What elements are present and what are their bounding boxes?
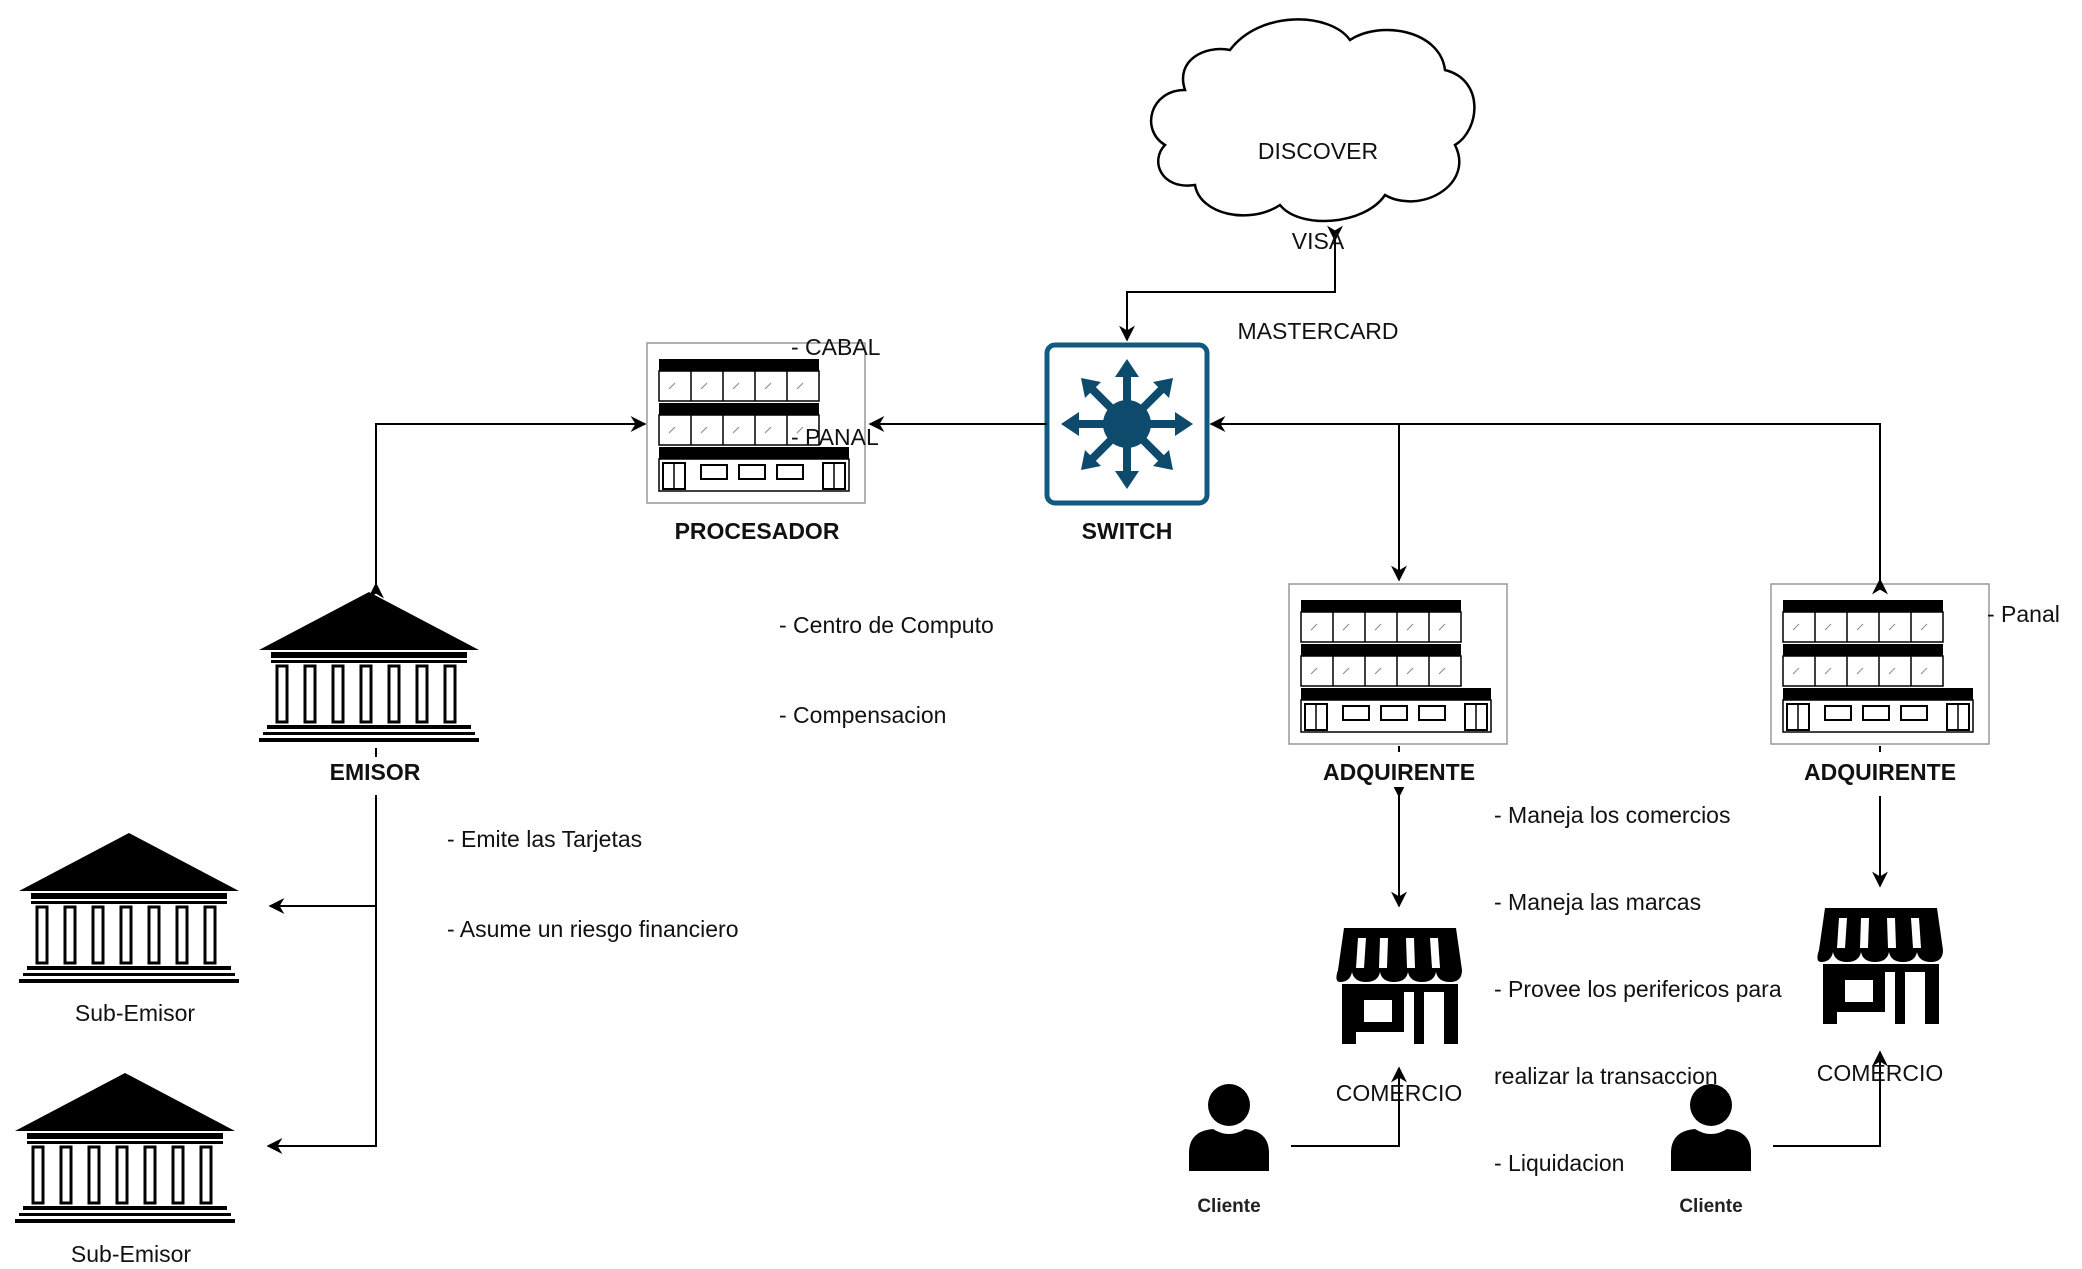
switch-label: SWITCH [1081, 518, 1173, 544]
cloud-line-discover: DISCOVER [1257, 138, 1379, 164]
connectors [266, 225, 1888, 1154]
procesador-note-top-line: - CABAL [791, 334, 881, 360]
adquirente-note-line: - Liquidacion [1494, 1150, 1625, 1176]
emisor-bank-icon [257, 590, 481, 744]
comercio-2-label: COMERCIO [1816, 1060, 1944, 1086]
emisor-notes: - Emite las Tarjetas - Asume un riesgo f… [447, 764, 739, 974]
adquirente-1-label: ADQUIRENTE [1320, 757, 1478, 787]
cliente-1-label: Cliente [1197, 1196, 1261, 1217]
adquirente-2-notes: - Panal [1987, 539, 2060, 659]
adquirente-2-building-icon [1770, 583, 1990, 745]
cliente-1-person-icon [1189, 1084, 1269, 1171]
cloud-label: DISCOVER VISA MASTERCARD [1237, 76, 1398, 376]
adquirente-2-label: ADQUIRENTE [1801, 757, 1959, 787]
comercio-1-store-icon [1336, 928, 1462, 1044]
sub-emisor-2-bank-icon [13, 1071, 237, 1225]
sub-emisor-1-bank-icon [17, 831, 241, 985]
cloud-line-visa: VISA [1291, 228, 1345, 254]
procesador-note-top-line: - PANAL [791, 424, 879, 450]
cliente-2-label: Cliente [1679, 1196, 1743, 1217]
sub-emisor-1-label: Sub-Emisor [74, 1000, 196, 1026]
adquirente-note-line: - Panal [1987, 601, 2060, 627]
emisor-note-line: - Emite las Tarjetas [447, 826, 643, 852]
emisor-note-line: - Asume un riesgo financiero [447, 916, 739, 942]
adquirente-1-notes: - Maneja los comercios - Maneja las marc… [1494, 743, 1782, 1207]
adquirente-note-line: realizar la transaccion [1494, 1063, 1718, 1089]
emisor-label: EMISOR [327, 757, 423, 787]
switch-icon [1044, 342, 1210, 506]
comercio-2-store-icon [1817, 908, 1943, 1024]
adquirente-note-line: - Provee los perifericos para [1494, 976, 1782, 1002]
cloud-line-mastercard: MASTERCARD [1237, 318, 1399, 344]
procesador-label: PROCESADOR [674, 518, 840, 544]
adquirente-1-building-icon [1288, 583, 1508, 745]
procesador-note-bottom-line: - Centro de Computo [779, 612, 994, 638]
procesador-note-bottom: - Centro de Computo - Compensacion [779, 550, 994, 760]
adquirente-note-line: - Maneja las marcas [1494, 889, 1702, 915]
procesador-note-bottom-line: - Compensacion [779, 702, 947, 728]
sub-emisor-2-label: Sub-Emisor [70, 1241, 192, 1267]
procesador-note-top: - CABAL - PANAL [791, 272, 880, 482]
comercio-1-label: COMERCIO [1335, 1080, 1463, 1106]
card-networks-cloud [1149, 18, 1476, 223]
adquirente-note-line: - Maneja los comercios [1494, 802, 1731, 828]
